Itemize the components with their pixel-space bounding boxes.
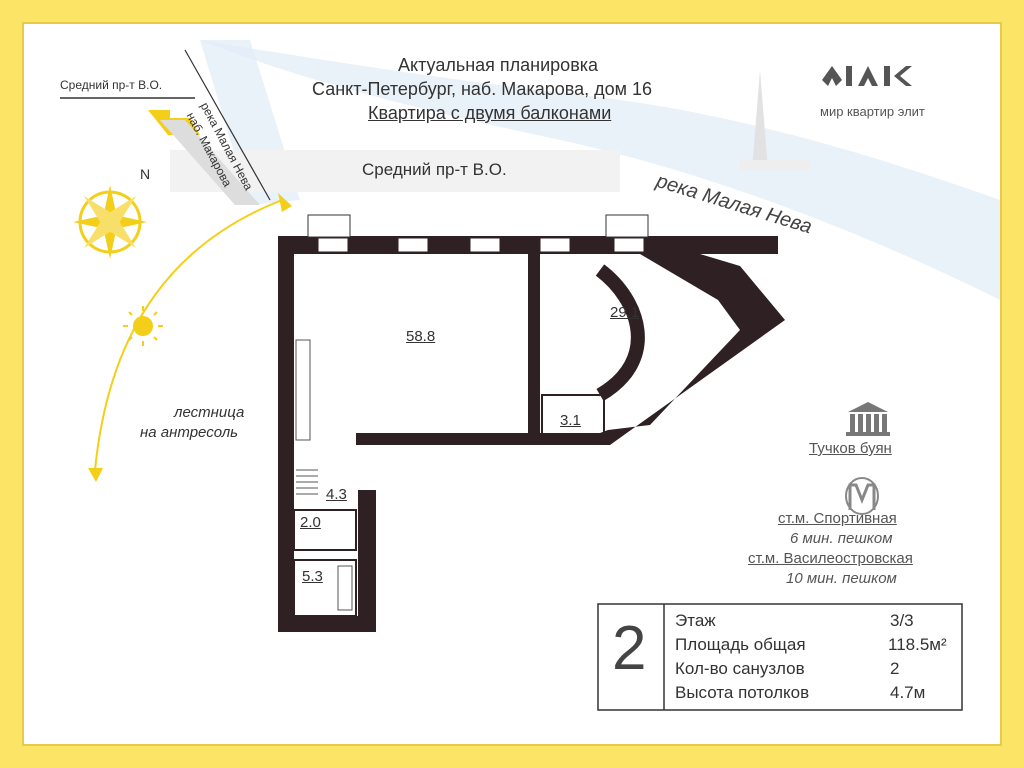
- balcony-right: [605, 214, 649, 238]
- wc-outline: [293, 509, 357, 551]
- metro1-walk: 6 мин. пешком: [790, 530, 893, 547]
- embankment-strip: [160, 120, 260, 205]
- river-shape: [200, 40, 1000, 300]
- room-area-main: 58.8: [406, 328, 436, 345]
- info-bathrooms-label: Кол-во санузлов: [675, 659, 805, 678]
- small-room-outline: [541, 394, 605, 438]
- room-area-hall: 4.3: [326, 486, 347, 503]
- balcony-left: [307, 214, 351, 238]
- bathtub-icon: [337, 565, 353, 611]
- header-line3: Квартира с двумя балконами: [368, 103, 612, 123]
- room-area-closet: 3.1: [560, 412, 581, 429]
- logo-caption: мир квартир элит: [820, 104, 925, 119]
- rounded-room-wall: [595, 264, 645, 402]
- room-area-rounded: 29.1: [610, 304, 640, 321]
- metro2-walk: 10 мин. пешком: [786, 570, 897, 587]
- room-area-bath: 5.3: [302, 568, 323, 585]
- info-floor-label: Этаж: [675, 611, 716, 630]
- info-bathrooms-value: 2: [890, 659, 900, 678]
- main-street-label: Средний пр-т В.О.: [362, 160, 507, 179]
- header-line1: Актуальная планировка: [398, 55, 599, 75]
- metro2-name: ст.м. Василеостровская: [748, 550, 913, 567]
- compass-rose-icon: [73, 185, 147, 259]
- sun-icon: [123, 306, 163, 346]
- landmark-label: Тучков буян: [809, 440, 892, 457]
- info-height-label: Высота потолков: [675, 683, 810, 702]
- lakhta-tower-icon: [740, 70, 810, 170]
- museum-icon: [846, 402, 890, 436]
- window-openings: [317, 237, 645, 253]
- room-area-wc: 2.0: [300, 514, 321, 531]
- floor-plan: [278, 236, 785, 632]
- info-box-frame: [597, 603, 963, 711]
- info-area-value: 118.5м²: [888, 635, 947, 654]
- info-number: 2: [612, 614, 647, 683]
- metro-icon: [845, 477, 879, 515]
- metro1-name: ст.м. Спортивная: [778, 510, 897, 527]
- stair-icon: [296, 469, 318, 495]
- info-area-label: Площадь общая: [675, 635, 806, 654]
- compass-north-label: N: [140, 166, 151, 182]
- sun-path-arc: [94, 199, 283, 471]
- logo-mark-icon: [822, 66, 912, 86]
- info-floor-value: 3/3: [890, 611, 914, 630]
- stair-note-line2: на антресоль: [140, 424, 239, 441]
- sun-path-arrow-end: [88, 468, 103, 482]
- stair-note-line1: лестница: [174, 404, 245, 421]
- sun-path-arrow-start: [278, 193, 292, 212]
- minimap-street-label: Средний пр-т В.О.: [60, 78, 163, 92]
- header-line2: Санкт-Петербург, наб. Макарова, дом 16: [312, 79, 653, 99]
- info-height-value: 4.7м: [890, 683, 926, 702]
- bath-outline: [293, 559, 357, 617]
- minimap-embankment-line: [184, 49, 271, 201]
- kitchen-counter: [295, 339, 311, 441]
